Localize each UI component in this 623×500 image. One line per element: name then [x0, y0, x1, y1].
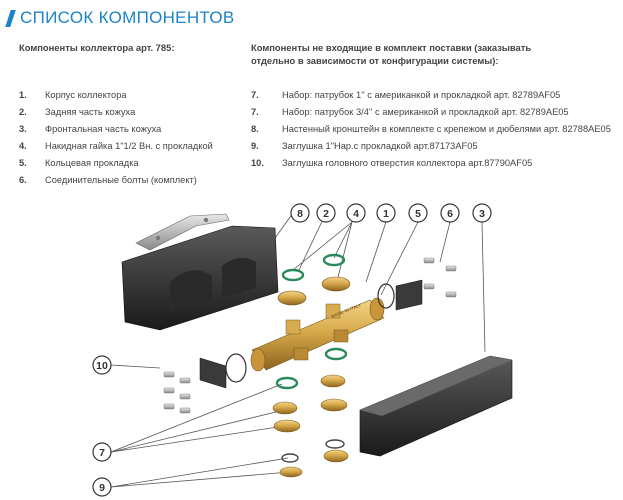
item-number: 6. [19, 174, 27, 185]
back-shell [121, 225, 279, 331]
list-item: 3. Фронтальная часть кожуха [19, 120, 213, 137]
right-heading-line-2: отдельно в зависимости от конфигурации с… [251, 54, 499, 66]
item-text: Корпус коллектора [45, 89, 127, 100]
list-item: 8. Настенный кронштейн в комплекте с креп… [251, 120, 611, 137]
leader-lines [110, 212, 486, 488]
included-components-list: 1. Корпус коллектора 2. Задняя часть кожух… [19, 86, 213, 188]
exploded-view-diagram: MADE IN ITALY [92, 203, 513, 497]
item-number: 7. [251, 89, 259, 100]
item-number: 5. [19, 157, 27, 168]
svg-text:8: 8 [297, 208, 303, 220]
list-item: 10. Заглушка головного отверстия коллекто… [251, 154, 611, 171]
item-text: Заглушка головного отверстия коллектора … [282, 157, 533, 168]
item-text: Соединительные болты (комплект) [45, 174, 197, 185]
list-item: 9. Заглушка 1"Нар.с прокладкой арт.87173A… [251, 137, 611, 154]
svg-text:10: 10 [96, 360, 108, 372]
callout-5: 5 [408, 203, 428, 223]
list-item: 2. Задняя часть кожуха [19, 103, 213, 120]
list-item: 7. Набор: патрубок 3/4'' с американкой и … [251, 103, 611, 120]
list-item: 1. Корпус коллектора [19, 86, 213, 103]
item-text: Настенный кронштейн в комплекте с крепеж… [282, 123, 611, 134]
item-text: Набор: патрубок 3/4'' с американкой и пр… [282, 106, 569, 117]
wall-bracket [135, 213, 230, 251]
item-number: 3. [19, 123, 27, 134]
page-header: СПИСОК КОМПОНЕНТОВ [5, 6, 235, 30]
svg-text:4: 4 [353, 208, 359, 220]
item-text: Кольцевая прокладка [45, 157, 139, 168]
title-accent-slash [5, 9, 16, 27]
collector-body: MADE IN ITALY [250, 297, 385, 372]
callout-7: 7 [92, 442, 112, 462]
list-item: 7. Набор: патрубок 1'' с американкой и пр… [251, 86, 611, 103]
item-text: Накидная гайка 1"1/2 Вн. с прокладкой [45, 140, 213, 151]
list-item: 4. Накидная гайка 1"1/2 Вн. с прокладкой [19, 137, 213, 154]
callout-1: 1 [376, 203, 396, 223]
svg-text:1: 1 [383, 208, 389, 220]
item-number: 8. [251, 123, 259, 134]
item-text: Заглушка 1"Нар.с прокладкой арт.87173AF0… [282, 140, 478, 151]
list-item: 6. Соединительные болты (комплект) [19, 171, 213, 188]
item-number: 10. [251, 157, 264, 168]
svg-text:6: 6 [447, 208, 453, 220]
svg-text:2: 2 [323, 208, 329, 220]
right-column-heading: Компоненты не входящие в комплект постав… [251, 42, 581, 67]
connecting-bolts [163, 257, 457, 414]
end-flanges [199, 279, 423, 389]
callout-9: 9 [92, 477, 112, 497]
item-text: Задняя часть кожуха [45, 106, 136, 117]
callout-6: 6 [440, 203, 460, 223]
item-number: 7. [251, 106, 259, 117]
callout-4: 4 [346, 203, 366, 223]
optional-components-list: 7. Набор: патрубок 1'' с американкой и пр… [251, 86, 611, 171]
callout-10: 10 [92, 355, 112, 375]
left-column-heading: Компоненты коллектора арт. 785: [19, 42, 175, 53]
svg-text:3: 3 [479, 208, 485, 220]
item-text: Фронтальная часть кожуха [45, 123, 162, 134]
item-number: 9. [251, 140, 259, 151]
item-number: 2. [19, 106, 27, 117]
callout-2: 2 [316, 203, 336, 223]
list-item: 5. Кольцевая прокладка [19, 154, 213, 171]
svg-text:5: 5 [415, 208, 421, 220]
page-title: СПИСОК КОМПОНЕНТОВ [20, 8, 235, 27]
front-shell [359, 355, 513, 457]
fittings [272, 253, 351, 478]
svg-text:7: 7 [99, 447, 105, 459]
item-text: Набор: патрубок 1'' с американкой и прок… [282, 89, 561, 100]
item-number: 4. [19, 140, 27, 151]
right-heading-line-1: Компоненты не входящие в комплект постав… [251, 42, 532, 53]
callout-3: 3 [472, 203, 492, 223]
item-number: 1. [19, 89, 27, 100]
callout-8: 8 [290, 203, 310, 223]
svg-text:9: 9 [99, 482, 105, 494]
